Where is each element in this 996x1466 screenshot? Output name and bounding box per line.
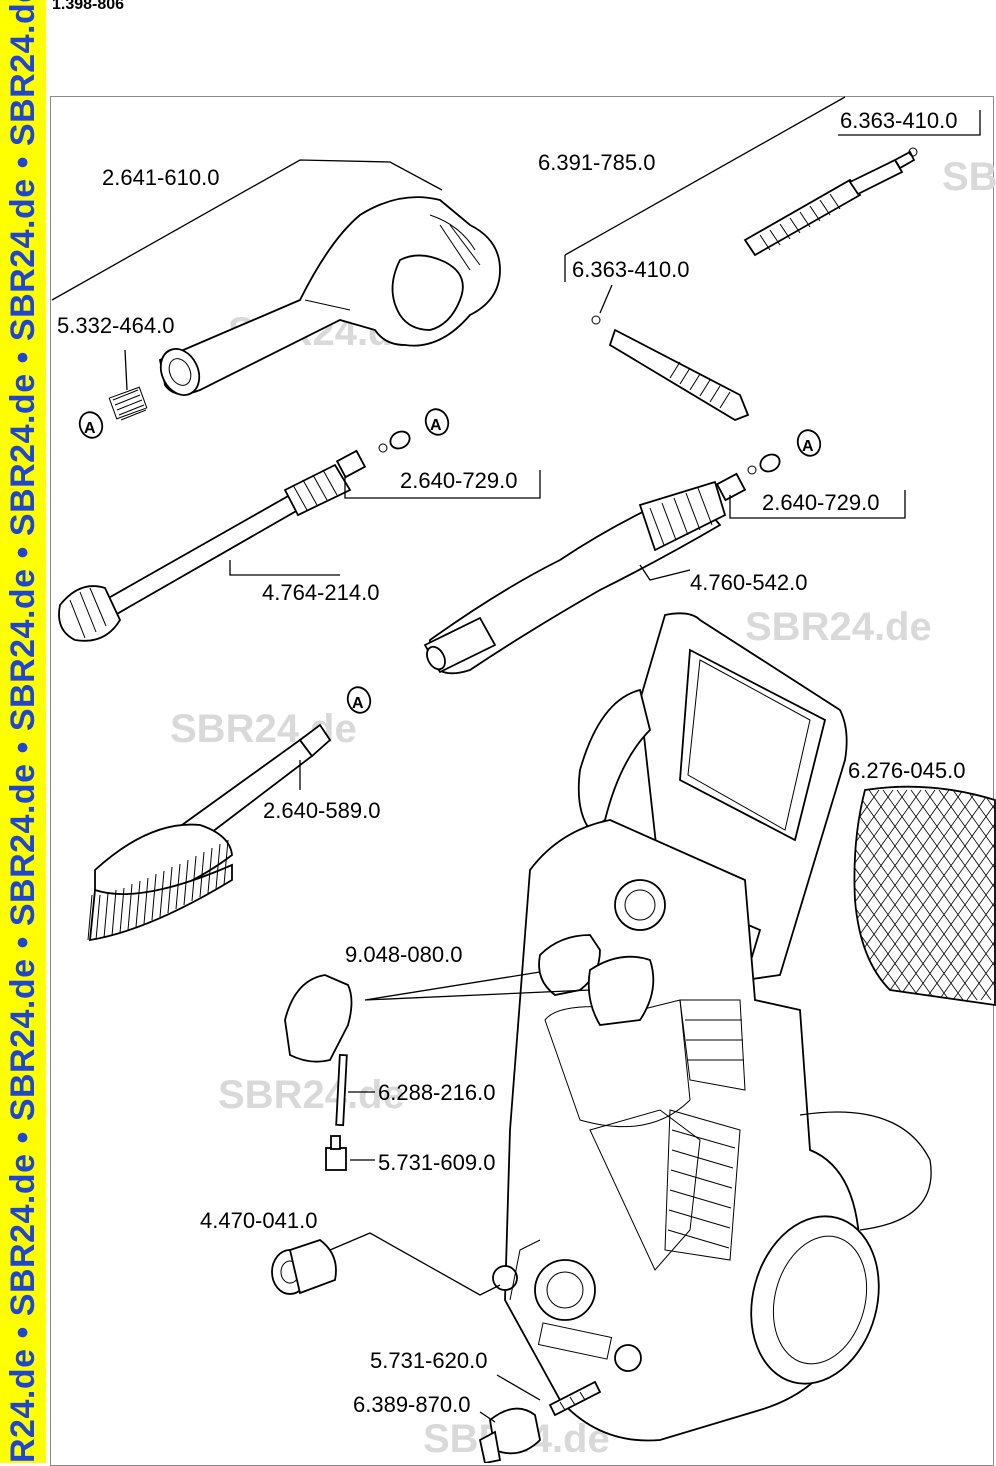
callout-marker-a: A — [346, 686, 372, 714]
watermark: SBR24.de — [942, 155, 996, 199]
callout-marker-a: A — [78, 411, 104, 439]
part-label: 4.470-041.0 — [200, 1208, 317, 1233]
callout-marker-a: A — [424, 408, 450, 436]
trigger-gun — [158, 196, 501, 396]
svg-text:A: A — [352, 695, 364, 712]
spray-lance-right — [423, 453, 781, 675]
leader-line — [364, 971, 591, 1001]
part-label: 5.731-620.0 — [370, 1348, 487, 1373]
part-label: 6.389-870.0 — [353, 1392, 470, 1417]
spray-lance-left — [58, 430, 411, 642]
part-label: 2.640-729.0 — [400, 468, 517, 493]
cap-part — [284, 934, 655, 1063]
part-label: 6.288-216.0 — [378, 1080, 495, 1105]
leader-line — [564, 96, 846, 256]
garden-coupling-part — [478, 1407, 541, 1463]
callout-marker-a: A — [796, 429, 822, 457]
leader-line — [229, 560, 340, 576]
part-label: 2.641-610.0 — [102, 165, 219, 190]
storage-net — [853, 785, 996, 1007]
part-label: 6.276-045.0 — [848, 758, 965, 783]
leader-line — [639, 564, 691, 581]
spring-part — [108, 386, 148, 421]
part-label: 6.363-410.0 — [572, 257, 689, 282]
watermark: SBR24.de — [218, 1073, 405, 1117]
leader-line — [838, 110, 981, 136]
o-ring — [591, 315, 601, 325]
part-label: 2.640-589.0 — [263, 798, 380, 823]
part-label: 6.391-785.0 — [538, 150, 655, 175]
part-label: 4.760-542.0 — [690, 570, 807, 595]
plug-part — [325, 1135, 347, 1171]
leader-line — [729, 490, 906, 519]
leader-line — [479, 1411, 496, 1423]
high-pressure-hose — [608, 150, 916, 421]
leader-line — [51, 159, 443, 301]
pressure-washer-unit — [492, 612, 932, 1442]
part-label: 6.363-410.0 — [840, 108, 957, 133]
watermark: SBR24.de — [745, 605, 932, 649]
watermark: SBR24.de — [170, 707, 357, 751]
leader-line — [344, 470, 541, 499]
svg-text:A: A — [84, 420, 96, 437]
leader-line — [124, 349, 128, 391]
part-label: 4.764-214.0 — [262, 580, 379, 605]
leader-line — [496, 1374, 541, 1401]
svg-text:A: A — [802, 438, 814, 455]
part-label: 2.640-729.0 — [762, 490, 879, 515]
part-label: 9.048-080.0 — [345, 942, 462, 967]
part-label: 5.731-609.0 — [378, 1150, 495, 1175]
part-label: 5.332-464.0 — [57, 313, 174, 338]
filter-part — [548, 1380, 602, 1417]
leader-line — [329, 1232, 501, 1296]
wash-brush — [87, 723, 332, 942]
coupling-part — [271, 1238, 337, 1295]
document-number: 1.398-806 — [52, 0, 125, 13]
svg-text:A: A — [430, 417, 442, 434]
rod-part — [335, 1053, 348, 1127]
sidebar-watermark-strip: R24.de • SBR24.de • SBR24.de • SBR24.de … — [0, 0, 46, 1463]
o-ring — [908, 147, 918, 157]
leader-line — [599, 284, 613, 314]
